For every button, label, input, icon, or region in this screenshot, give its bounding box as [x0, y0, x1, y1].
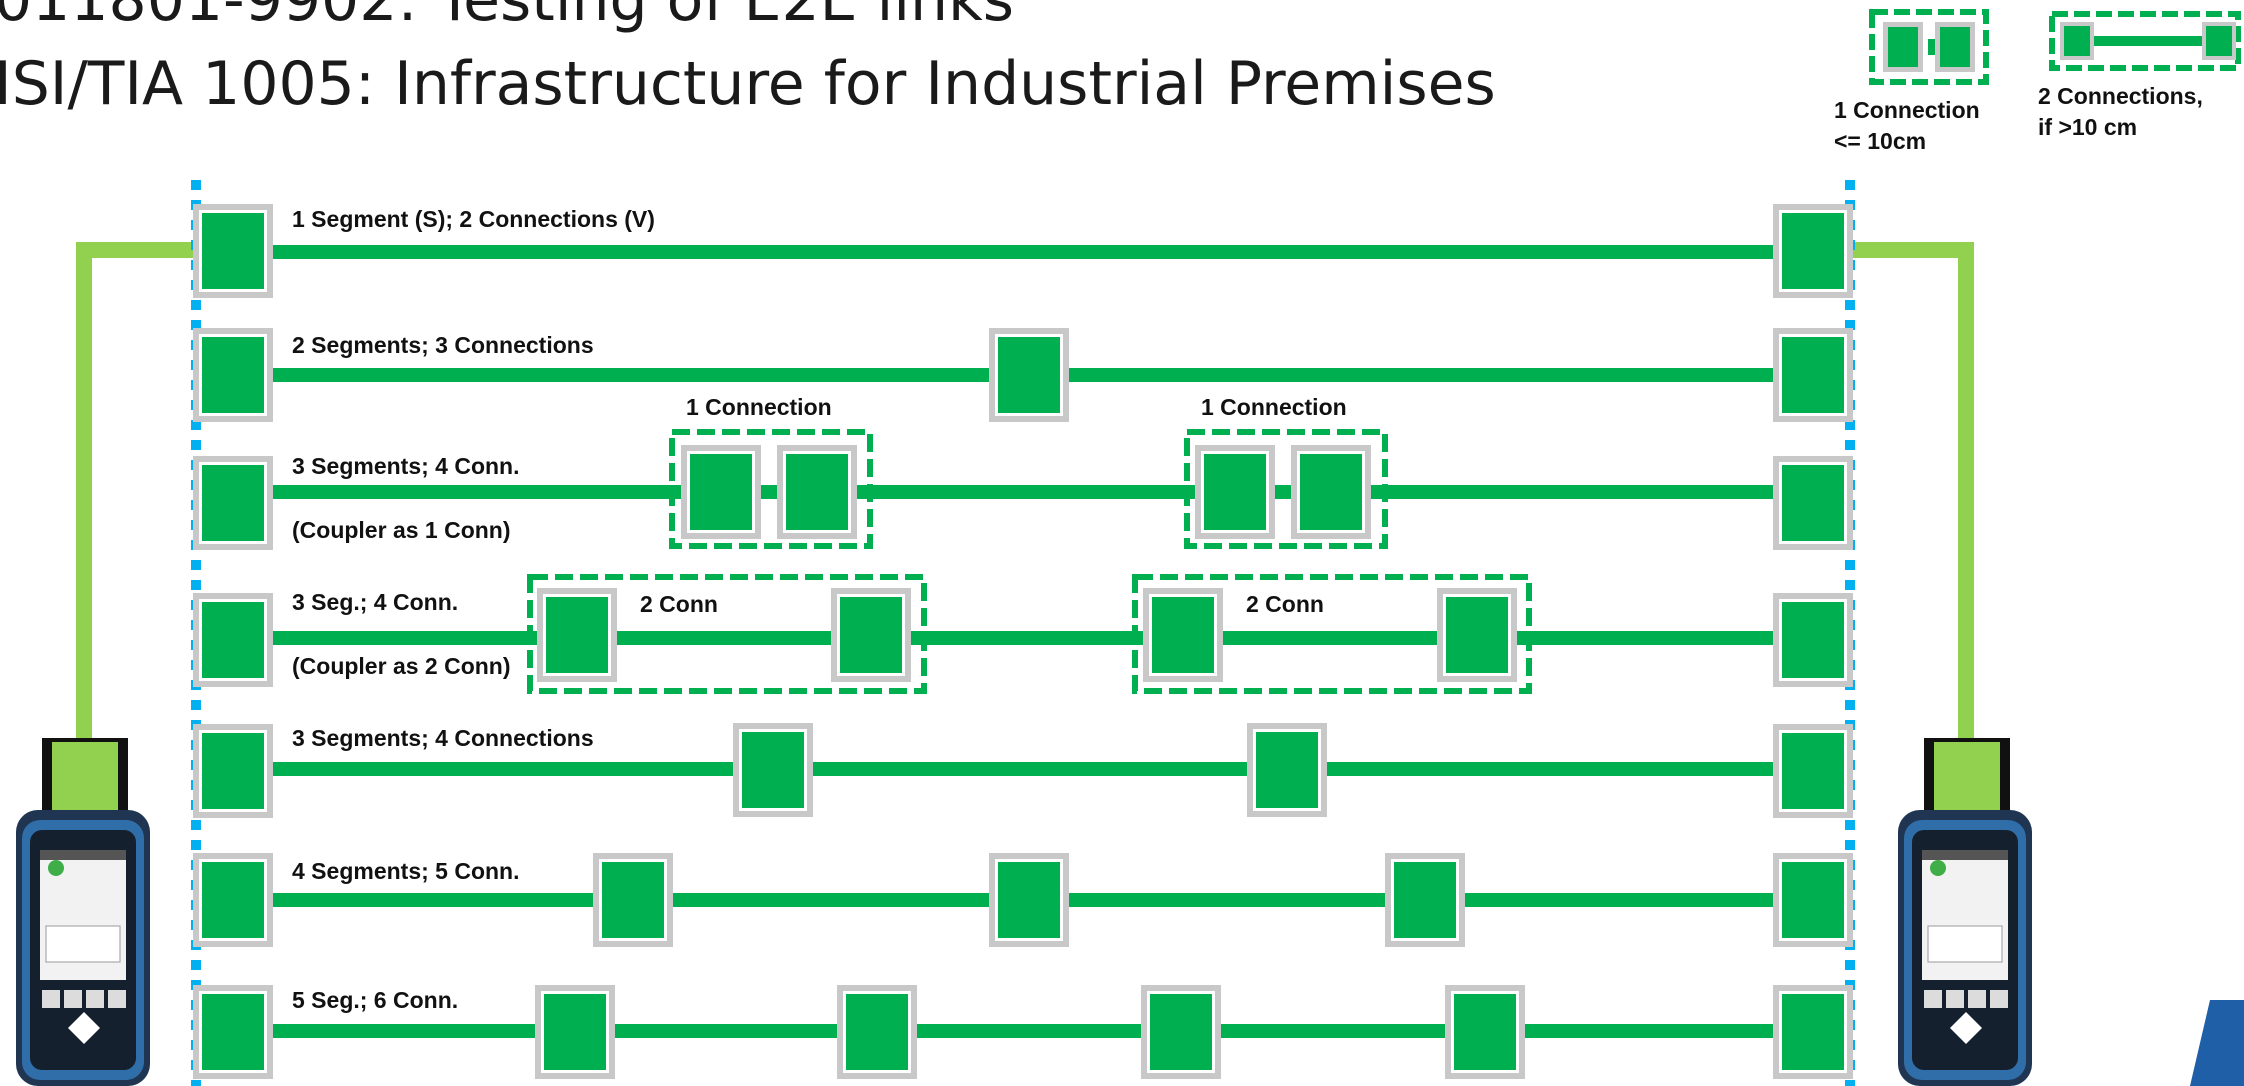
- legend-one-connection-icon: [1869, 9, 1989, 85]
- row-2-link: [196, 331, 1850, 419]
- row-4-coupler-label-1: 2 Conn: [640, 591, 718, 617]
- legend-two-connections-sublabel: if >10 cm: [2038, 114, 2138, 140]
- connector-icon: [1144, 988, 1218, 1076]
- row-3-coupler-label-1: 1 Connection: [686, 394, 832, 420]
- row-1-link: [196, 207, 1850, 295]
- coupler-icon: [669, 429, 873, 549]
- tester-device-icon: [1898, 738, 2032, 1086]
- connector-icon: [538, 988, 612, 1076]
- row-1-label: 1 Segment (S); 2 Connections (V): [292, 206, 655, 232]
- legend-two-connections-label: 2 Connections,: [2038, 83, 2203, 109]
- connector-icon: [1250, 726, 1324, 814]
- slide-title-line-1: 011801-9902: Testing of E2E links: [0, 0, 1015, 35]
- row-4-coupler-label-2: 2 Conn: [1246, 591, 1324, 617]
- connector-icon: [196, 856, 270, 944]
- connector-icon: [1448, 988, 1522, 1076]
- connector-icon: [1388, 856, 1462, 944]
- connector-icon: [196, 207, 270, 295]
- connector-icon: [196, 727, 270, 815]
- connector-icon: [840, 988, 914, 1076]
- coupler-icon: [1184, 429, 1388, 549]
- connector-icon: [196, 988, 270, 1076]
- connector-icon: [196, 331, 270, 419]
- connector-icon: [1776, 459, 1850, 547]
- row-3-label: 3 Segments; 4 Conn.: [292, 453, 520, 479]
- connector-icon: [992, 856, 1066, 944]
- row-4-sublabel: (Coupler as 2 Conn): [292, 653, 511, 679]
- connector-icon: [1776, 331, 1850, 419]
- row-7-link: [196, 988, 1850, 1076]
- row-4-label: 3 Seg.; 4 Conn.: [292, 589, 459, 615]
- row-5-link: [196, 726, 1850, 815]
- connector-icon: [196, 459, 270, 547]
- connector-icon: [1776, 988, 1850, 1076]
- coupler-icon: [1132, 574, 1532, 694]
- patch-cord-left: [76, 242, 196, 742]
- connector-icon: [992, 331, 1066, 419]
- connector-icon: [1776, 207, 1850, 295]
- row-4-link: [196, 574, 1850, 694]
- connector-icon: [196, 596, 270, 684]
- connector-icon: [1776, 596, 1850, 684]
- legend-two-connections-icon: [2049, 11, 2241, 71]
- tester-device-icon: [16, 738, 150, 1086]
- row-6-link: [196, 856, 1850, 944]
- connector-icon: [736, 726, 810, 814]
- legend-one-connection-label: 1 Connection: [1834, 97, 1980, 123]
- slide-title-line-2: ISI/TIA 1005: Infrastructure for Industr…: [0, 49, 1496, 119]
- legend-one-connection-sublabel: <= 10cm: [1834, 128, 1927, 154]
- row-3-link: [196, 429, 1850, 549]
- connector-icon: [1776, 727, 1850, 815]
- row-3-sublabel: (Coupler as 1 Conn): [292, 517, 511, 543]
- row-5-label: 3 Segments; 4 Connections: [292, 725, 594, 751]
- connector-icon: [1776, 856, 1850, 944]
- connector-icon: [596, 856, 670, 944]
- row-2-label: 2 Segments; 3 Connections: [292, 332, 594, 358]
- row-7-label: 5 Seg.; 6 Conn.: [292, 987, 459, 1013]
- coupler-icon: [527, 574, 927, 694]
- patch-cord-right: [1850, 242, 1974, 742]
- row-3-coupler-label-2: 1 Connection: [1201, 394, 1347, 420]
- row-6-label: 4 Segments; 5 Conn.: [292, 858, 520, 884]
- logo-icon: [2190, 1000, 2244, 1086]
